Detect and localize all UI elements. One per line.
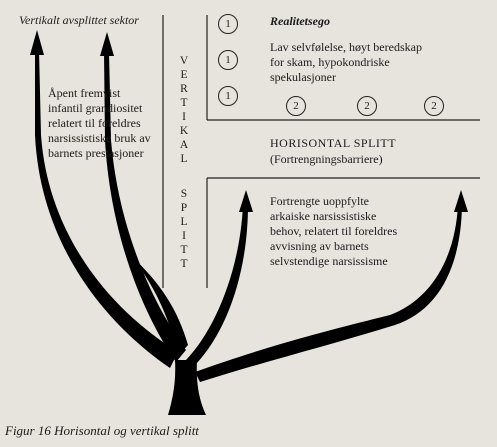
split-letter-6: T [180, 258, 188, 270]
open-text-line-3: relatert til foreldres [48, 116, 141, 130]
arrow-far-right [454, 190, 468, 212]
split-letter-1: S [180, 188, 188, 200]
reality-text-line-1: Lav selvfølelse, høyt beredskap [270, 40, 422, 54]
arrow-left [100, 32, 114, 56]
branch-far-left [35, 50, 178, 368]
arrow-far-left [30, 30, 44, 55]
repressed-text-line-4: avvisning av barnets [270, 239, 369, 253]
figure-caption: Figur 16 Horisontal og vertikal splitt [5, 423, 199, 438]
split-letter-2: P [180, 202, 188, 214]
reality-ego-label: Realitetsego [270, 14, 330, 28]
marker-circle-1c: 1 [218, 86, 238, 106]
vertical-letter-6: K [179, 125, 189, 137]
vertical-sector-label: Vertikalt avsplittet sektor [19, 13, 139, 27]
branch-far-right [195, 205, 462, 382]
vertical-letter-2: E [180, 69, 188, 81]
repressed-text-line-2: arkaiske narsissistiske [270, 209, 377, 223]
vertical-letter-7: A [179, 139, 189, 151]
marker-circle-2a: 2 [286, 96, 306, 116]
reality-text-line-2: for skam, hypokondriske [270, 55, 390, 69]
marker-circle-1b: 1 [218, 50, 238, 70]
vertical-letter-1: V [179, 55, 189, 67]
branch-stub [130, 255, 188, 356]
repressed-text-line-1: Fortrengte uoppfylte [270, 194, 369, 208]
vertical-letter-4: T [180, 97, 188, 109]
marker-circle-1a: 1 [218, 14, 238, 34]
branch-left [104, 52, 186, 362]
marker-circle-2b: 2 [357, 96, 377, 116]
split-letter-5: T [180, 244, 188, 256]
vertical-letter-3: R [180, 83, 188, 95]
tree-trunk [168, 360, 206, 415]
arrow-center-right [239, 190, 253, 212]
open-text-line-1: Åpent fremvist [48, 86, 121, 100]
vertical-letter-5: I [182, 111, 186, 123]
open-text-line-2: infantil grandiositet [48, 101, 143, 115]
horizontal-split-subtitle: (Fortrengningsbarriere) [270, 152, 383, 166]
horizontal-split-title: HORISONTAL SPLITT [270, 136, 397, 150]
reality-text-line-3: spekulasjoner [270, 70, 336, 84]
split-letter-4: I [182, 230, 186, 242]
open-text-line-4: narsissistiske bruk av [48, 131, 151, 145]
repressed-text-line-5: selvstendige narsissisme [270, 254, 388, 268]
repressed-text-line-3: behov, relatert til foreldres [270, 224, 398, 238]
marker-circle-2c: 2 [424, 96, 444, 116]
open-text-line-5: barnets prestasjoner [48, 146, 144, 160]
split-letter-3: L [180, 216, 188, 228]
vertical-letter-8: L [180, 153, 188, 165]
branch-center-right [186, 205, 248, 364]
